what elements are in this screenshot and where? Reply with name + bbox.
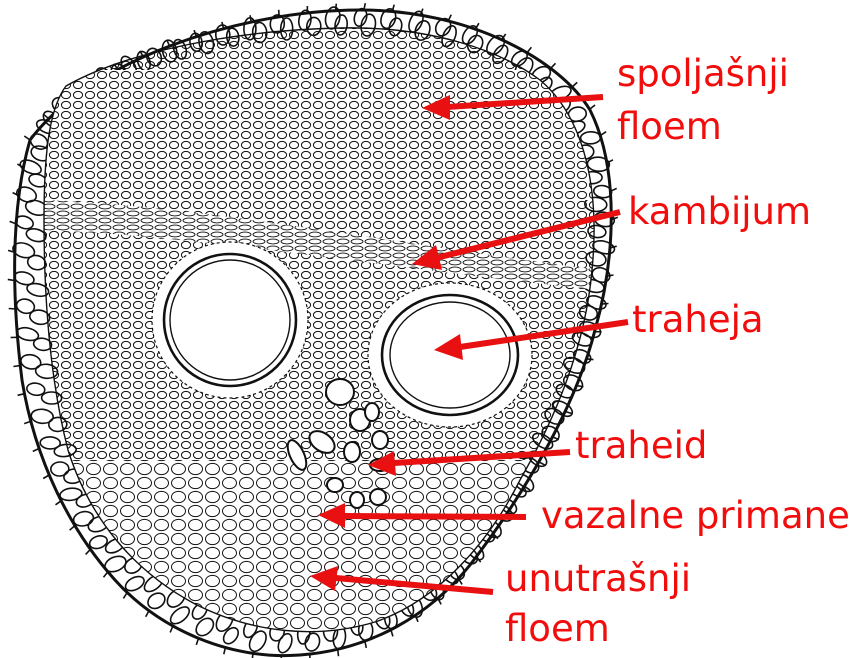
epidermis-spike [250, 15, 251, 22]
epidermis-spike [43, 475, 49, 479]
epidermis-spike [602, 304, 609, 305]
epidermis-spike [338, 649, 339, 656]
label-vascular-primary: vazalne primane [541, 492, 850, 540]
epidermis-spike [123, 593, 127, 599]
epidermis-spike [587, 359, 594, 360]
epidermis-spike [9, 309, 16, 310]
epidermis-spike [104, 572, 108, 578]
epidermis-spike [391, 630, 393, 637]
label-cambium: kambijum [628, 188, 811, 236]
epidermis-spike [539, 462, 545, 465]
epidermis-spike [70, 526, 75, 531]
epidermis-spike [13, 366, 20, 367]
label-tracheid: traheid [575, 422, 707, 470]
label-inner-phloem-line1: unutrašnji [505, 555, 691, 603]
label-trachea: traheja [632, 296, 764, 344]
epidermis-spike [527, 47, 531, 52]
epidermis-spike [252, 653, 253, 658]
epidermis-spike [572, 82, 577, 87]
epidermis-spike [146, 611, 149, 617]
epidermis-spike [551, 63, 556, 68]
epidermis-spike [196, 638, 198, 645]
epidermis-spike [194, 30, 196, 37]
epidermis-spike [565, 412, 572, 414]
epidermis-spike [56, 501, 62, 505]
epidermis-spike [336, 4, 337, 11]
epidermis-spike [590, 105, 596, 109]
epidermis-spike [24, 136, 30, 140]
epidermis-spike [86, 549, 91, 554]
trachea-left [152, 242, 308, 398]
label-outer-phloem-line1: spoljašnji [617, 50, 789, 98]
label-inner-phloem-line2: floem [505, 605, 610, 653]
label-outer-phloem-line2: floem [617, 103, 722, 151]
